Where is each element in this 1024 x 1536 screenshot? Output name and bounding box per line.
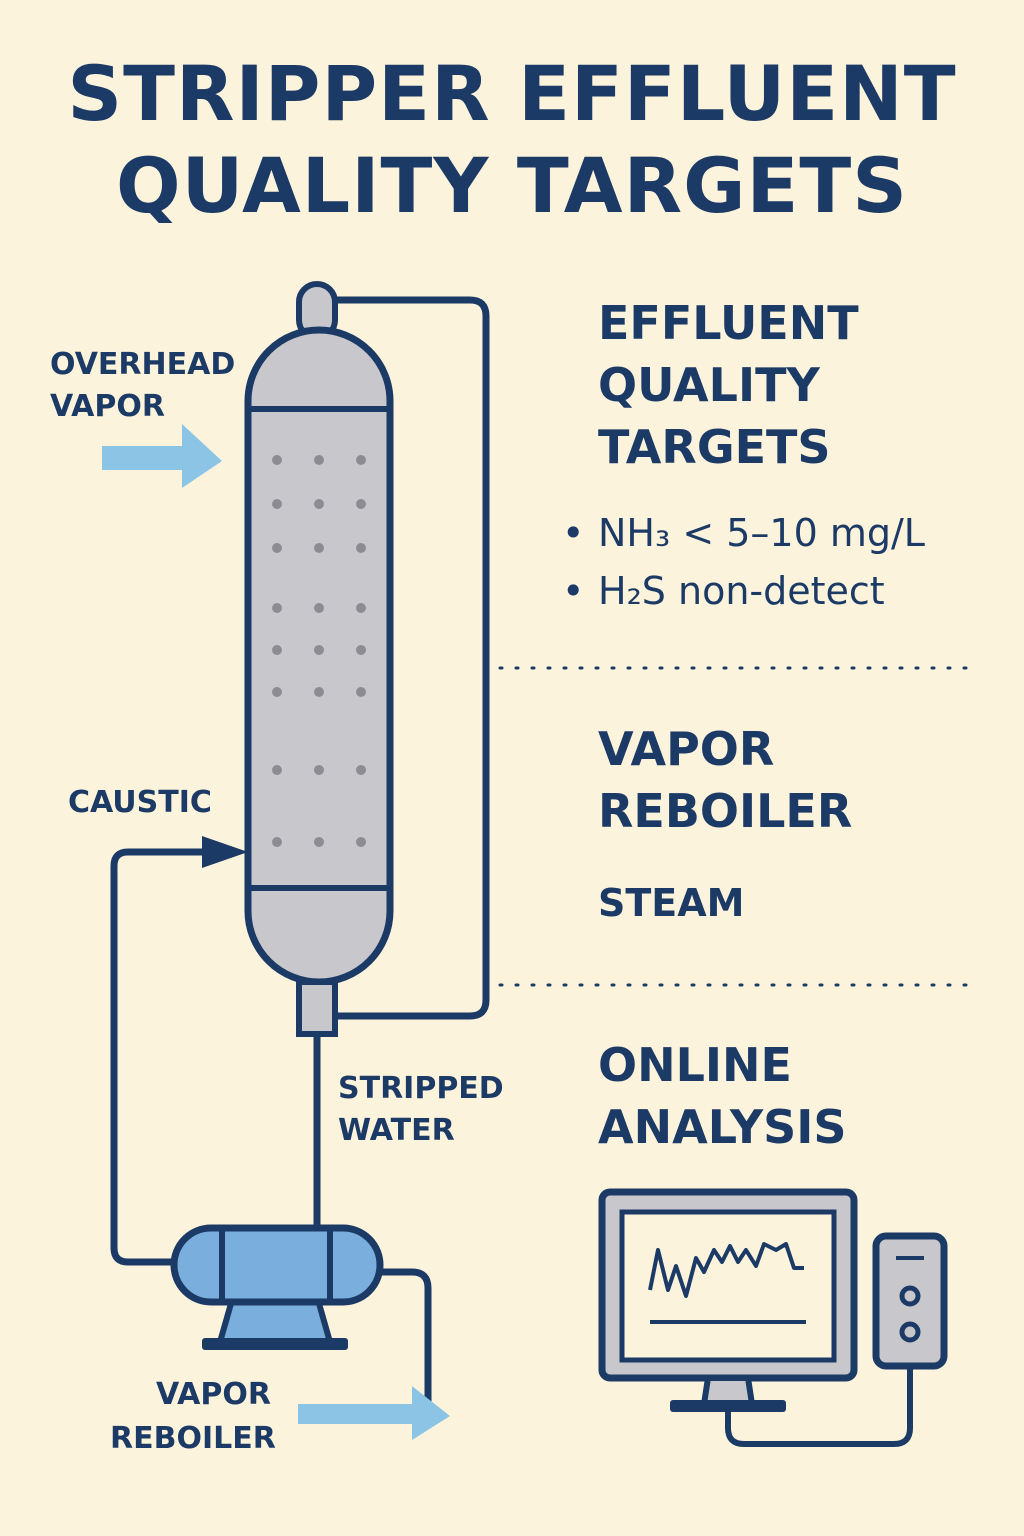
bullet-h2s: H₂S non-detect <box>562 562 925 620</box>
targets-bullets: NH₃ < 5–10 mg/L H₂S non-detect <box>562 504 925 620</box>
reboiler-base <box>202 1338 348 1350</box>
analysis-heading-line-2: ANALYSIS <box>598 1100 847 1154</box>
targets-heading-line-1: EFFLUENT <box>598 296 859 350</box>
packing-dot <box>356 455 366 465</box>
bullet-nh3-text: NH₃ < 5–10 mg/L <box>598 511 925 555</box>
packing-dot <box>356 645 366 655</box>
stripped-water-label-2: WATER <box>338 1113 455 1148</box>
column-packing-dots <box>272 455 366 847</box>
caustic-arrowhead <box>202 836 248 868</box>
packing-dot <box>272 455 282 465</box>
packing-dot <box>314 499 324 509</box>
packing-dot <box>272 645 282 655</box>
reboiler-stand <box>216 1297 334 1345</box>
title-line-2: QUALITY TARGETS <box>116 141 908 230</box>
packing-dot <box>356 837 366 847</box>
packing-dot <box>356 603 366 613</box>
reboiler-outlet-line <box>380 1268 432 1410</box>
reboiler-heading-line-1: VAPOR <box>598 722 775 776</box>
stripper-column <box>244 326 394 986</box>
computer-cable <box>725 1366 913 1447</box>
analysis-heading-line-1: ONLINE <box>598 1038 792 1092</box>
monitor-icon <box>598 1188 858 1412</box>
packing-dot <box>314 645 324 655</box>
steam-label: STEAM <box>598 881 745 925</box>
stripped-water-label-1: STRIPPED <box>338 1071 504 1106</box>
caustic-feed-line <box>110 848 205 1266</box>
packing-dot <box>272 837 282 847</box>
page-title: STRIPPER EFFLUENT QUALITY TARGETS <box>0 48 1024 232</box>
overhead-vapor-arrow <box>102 424 222 488</box>
packing-dot <box>356 765 366 775</box>
targets-heading-line-2: QUALITY <box>598 358 820 412</box>
vapor-reboiler-arrow <box>298 1386 450 1440</box>
bottom-nozzle <box>296 979 338 1037</box>
reboiler-vessel <box>170 1224 384 1306</box>
vapor-reboiler-label-1: VAPOR <box>156 1377 271 1412</box>
packing-dot <box>272 499 282 509</box>
targets-heading: EFFLUENT QUALITY TARGETS <box>598 292 859 478</box>
packing-dot <box>272 765 282 775</box>
reboiler-heading-line-2: REBOILER <box>598 784 853 838</box>
packing-dot <box>314 837 324 847</box>
computer-tower-icon <box>872 1232 948 1370</box>
packing-dot <box>314 543 324 553</box>
vapor-reboiler-label-2: REBOILER <box>110 1421 276 1456</box>
targets-heading-line-3: TARGETS <box>598 420 831 474</box>
packing-dot <box>314 687 324 697</box>
targets-panel: EFFLUENT QUALITY TARGETS <box>598 292 859 478</box>
reboiler-panel: VAPOR REBOILER STEAM <box>598 718 852 926</box>
packing-dot <box>272 543 282 553</box>
analysis-panel: ONLINE ANALYSIS <box>598 1034 847 1158</box>
packing-dot <box>314 455 324 465</box>
caustic-label: CAUSTIC <box>68 785 212 820</box>
bullet-h2s-text: H₂S non-detect <box>598 569 885 613</box>
overhead-vapor-label-2: VAPOR <box>50 389 165 424</box>
bullet-nh3: NH₃ < 5–10 mg/L <box>562 504 925 562</box>
reboiler-heading: VAPOR REBOILER <box>598 718 852 842</box>
title-line-1: STRIPPER EFFLUENT <box>67 49 957 138</box>
packing-dot <box>356 543 366 553</box>
packing-dot <box>314 765 324 775</box>
packing-dot <box>272 687 282 697</box>
packing-dot <box>272 603 282 613</box>
trend-line <box>648 1242 804 1298</box>
overhead-return-line <box>330 296 490 1020</box>
packing-dot <box>356 687 366 697</box>
overhead-vapor-label-1: OVERHEAD <box>50 347 235 382</box>
packing-dot <box>356 499 366 509</box>
analysis-heading: ONLINE ANALYSIS <box>598 1034 847 1158</box>
packing-dot <box>314 603 324 613</box>
